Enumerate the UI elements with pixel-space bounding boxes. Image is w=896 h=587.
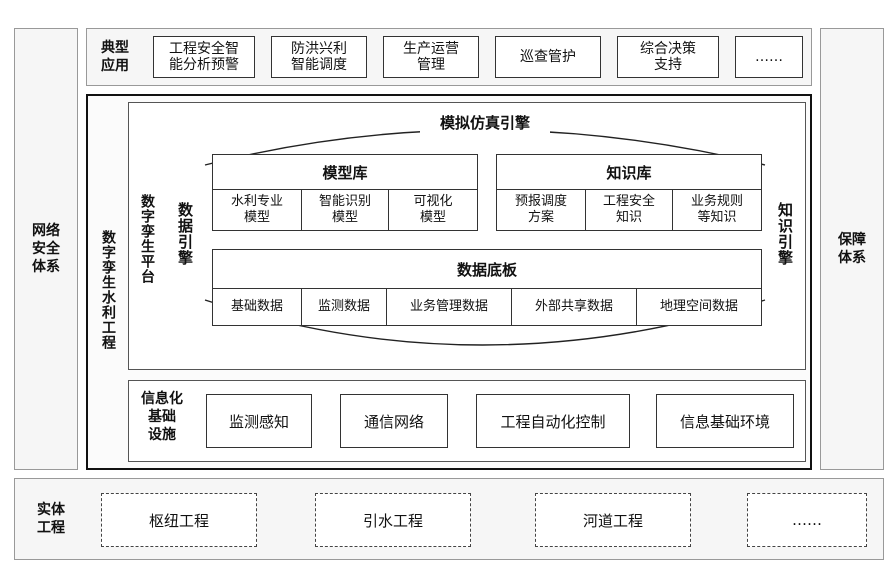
typical-apps-label: 典型 应用 <box>101 40 129 74</box>
knowledge-business-rules: 业务规则 等知识 <box>672 189 762 231</box>
project-river: 河道工程 <box>535 493 691 547</box>
project-water-diversion: 引水工程 <box>315 493 471 547</box>
app-more: …… <box>735 36 803 78</box>
model-visualization: 可视化 模型 <box>388 189 478 231</box>
app-flood-dispatch: 防洪兴利 智能调度 <box>271 36 367 78</box>
project-more-label: …… <box>792 511 822 529</box>
model-recognition: 智能识别 模型 <box>301 189 389 231</box>
project-more: …… <box>747 493 867 547</box>
app-decision-support: 综合决策 支持 <box>617 36 719 78</box>
network-security-panel: 网络 安全 体系 <box>14 28 78 470</box>
data-business-management: 业务管理数据 <box>386 288 512 326</box>
project-hub-label: 枢纽工程 <box>148 511 209 530</box>
guarantee-panel: 保障 体系 <box>820 28 884 470</box>
sim-engine-label: 模拟仿真引擎 <box>420 112 550 134</box>
app-production-ops: 生产运营 管理 <box>383 36 479 78</box>
model-hydraulic: 水利专业 模型 <box>212 189 302 231</box>
info-infra-label: 信息化 基础 设施 <box>141 391 183 443</box>
physical-engineering-panel: 实体 工程 枢纽工程 引水工程 河道工程 …… <box>14 478 884 560</box>
infra-automation-control: 工程自动化控制 <box>476 394 630 448</box>
data-basic: 基础数据 <box>212 288 302 326</box>
app-patrol: 巡查管护 <box>495 36 601 78</box>
knowledge-engineering-safety: 工程安全 知识 <box>585 189 673 231</box>
data-external-shared: 外部共享数据 <box>511 288 637 326</box>
app-safety-warning: 工程安全智 能分析预警 <box>153 36 255 78</box>
infra-communication-network: 通信网络 <box>340 394 448 448</box>
physical-label: 实体 工程 <box>37 502 65 536</box>
network-security-label: 网络 安全 体系 <box>32 223 60 275</box>
data-engine-label: 数据引擎 <box>176 202 194 266</box>
infra-basic-environment: 信息基础环境 <box>656 394 794 448</box>
knowledge-library-title: 知识库 <box>496 154 762 190</box>
digital-twin-label: 数字孪生水利工程 <box>100 230 116 350</box>
typical-apps-panel: 典型 应用 工程安全智 能分析预警 防洪兴利 智能调度 生产运营 管理 巡查管护… <box>86 28 812 86</box>
twin-platform-label: 数字孪生平台 <box>139 194 155 284</box>
project-water-diversion-label: 引水工程 <box>362 511 423 530</box>
project-river-label: 河道工程 <box>582 511 643 530</box>
data-base-title: 数据底板 <box>212 249 762 289</box>
infra-monitoring-sensing: 监测感知 <box>206 394 312 448</box>
guarantee-label: 保障 体系 <box>838 232 866 266</box>
data-monitoring: 监测数据 <box>301 288 387 326</box>
model-library-title: 模型库 <box>212 154 478 190</box>
knowledge-dispatch-plan: 预报调度 方案 <box>496 189 586 231</box>
knowledge-engine-label: 知识引擎 <box>776 202 794 266</box>
project-hub: 枢纽工程 <box>101 493 257 547</box>
data-geospatial: 地理空间数据 <box>636 288 762 326</box>
